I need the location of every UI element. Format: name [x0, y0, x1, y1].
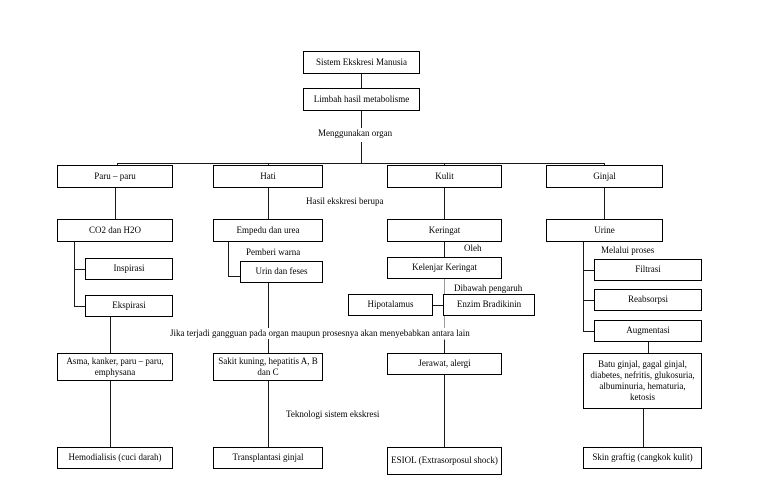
node-product-empedu[interactable]: Empedu dan urea [213, 219, 323, 242]
edge-urinfeses-to-disease [268, 283, 269, 353]
node-organ-hati[interactable]: Hati [213, 165, 323, 188]
node-tech-skin-graftig[interactable]: Skin graftig (cangkok kulit) [583, 447, 702, 469]
edge-co2-to-inspirasi [74, 269, 85, 270]
edge-empedu-to-urinfeses [228, 276, 240, 277]
node-tech-transplantasi[interactable]: Transplantasi ginjal [213, 447, 323, 469]
edge-ginjal-to-urine [604, 188, 605, 219]
edge-disease-hati-to-tech [268, 381, 269, 447]
edge-waste-down [361, 111, 362, 128]
node-kulit-hipotalamus[interactable]: Hipotalamus [348, 294, 433, 316]
edge-augmentasi-to-disease [648, 342, 649, 353]
edge-organ-distributor [117, 163, 604, 164]
edge-co2-to-ekspirasi [74, 306, 85, 307]
edge-hipotalamus-to-enzim [433, 305, 443, 306]
edge-urine-to-filtrasi [583, 270, 594, 271]
edge-label-pemberi-warna: Pemberi warna [244, 247, 303, 258]
node-kulit-enzim-bradikinin[interactable]: Enzim Bradikinin [443, 294, 535, 316]
edge-waste-to-distributor [361, 142, 362, 163]
node-product-urine[interactable]: Urine [546, 219, 663, 242]
edge-urine-to-reabsorpsi [583, 300, 594, 301]
edge-kelenjar-down [444, 279, 445, 353]
edge-disease-kulit-to-tech [444, 375, 445, 447]
node-tech-hemodialisis[interactable]: Hemodialisis (cuci darah) [57, 447, 173, 469]
node-ginjal-reabsorpsi[interactable]: Reabsorpsi [594, 289, 702, 311]
node-waste[interactable]: Limbah hasil metabolisme [303, 88, 420, 111]
node-disease-kulit[interactable]: Jerawat, alergi [387, 353, 502, 375]
node-disease-hati[interactable]: Sakit kuning, hepatitis A, B dan C [213, 353, 323, 381]
edge-kulit-to-disease [444, 340, 445, 353]
node-organ-ginjal[interactable]: Ginjal [546, 165, 663, 188]
edge-label-melalui-proses: Melalui proses [599, 245, 657, 256]
edge-label-dibawah-pengaruh: Dibawah pengaruh [452, 283, 525, 294]
edge-disease-paru-to-tech [110, 381, 111, 447]
node-ginjal-filtrasi[interactable]: Filtrasi [594, 259, 702, 281]
edge-disease-ginjal-to-tech [643, 409, 644, 447]
node-hati-urin-feses[interactable]: Urin dan feses [240, 261, 323, 283]
edge-label-menggunakan-organ: Menggunakan organ [316, 128, 395, 139]
edge-co2-bus [74, 242, 75, 307]
edge-label-hasil-ekskresi: Hasil ekskresi berupa [304, 196, 386, 207]
node-organ-kulit[interactable]: Kulit [387, 165, 502, 188]
node-tech-esiol[interactable]: ESIOL (Extrasorposul shock) [387, 447, 502, 475]
edge-empedu-bus [228, 242, 229, 276]
node-paru-inspirasi[interactable]: Inspirasi [85, 258, 173, 280]
node-product-co2[interactable]: CO2 dan H2O [57, 219, 173, 242]
node-organ-paru[interactable]: Paru – paru [57, 165, 173, 188]
edge-urine-to-augmentasi [583, 331, 594, 332]
node-kulit-kelenjar-keringat[interactable]: Kelenjar Keringat [387, 257, 502, 279]
node-disease-ginjal[interactable]: Batu ginjal, gagal ginjal, diabetes, nef… [583, 353, 702, 409]
edge-ekspirasi-to-disease [110, 317, 111, 353]
edge-kulit-to-keringat [444, 188, 445, 219]
edge-label-oleh: Oleh [462, 243, 484, 254]
node-ginjal-augmentasi[interactable]: Augmentasi [594, 320, 702, 342]
node-disease-paru[interactable]: Asma, kanker, paru – paru, emphysana [57, 353, 173, 381]
edge-label-teknologi: Teknologi sistem ekskresi [284, 409, 382, 420]
edge-paru-to-co2 [115, 188, 116, 219]
node-root[interactable]: Sistem Ekskresi Manusia [303, 51, 420, 74]
edge-hati-to-empedu [268, 188, 269, 219]
node-product-keringat[interactable]: Keringat [387, 219, 502, 242]
edge-keringat-to-kelenjar [444, 242, 445, 257]
node-paru-ekspirasi[interactable]: Ekspirasi [85, 295, 173, 317]
edge-label-gangguan: Jika terjadi gangguan pada organ maupun … [168, 328, 472, 339]
edge-root-to-waste [361, 74, 362, 88]
edge-urine-bus [583, 242, 584, 332]
